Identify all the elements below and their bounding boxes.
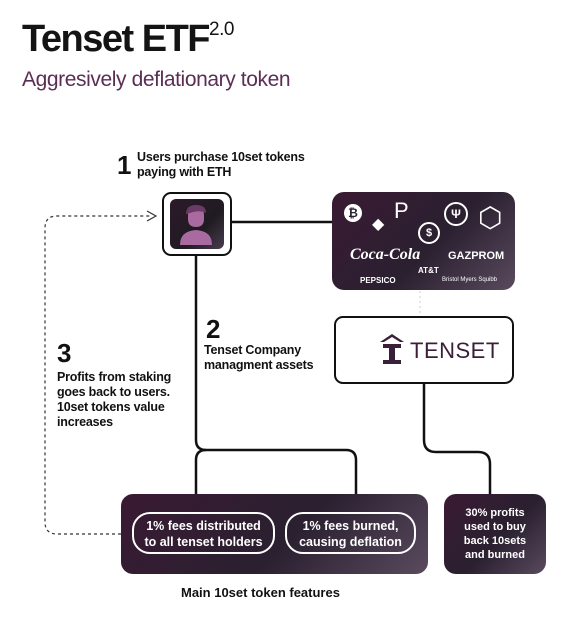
title-version: 2.0 — [209, 19, 234, 41]
profits-text: 30% profits used to buy back 10sets and … — [444, 506, 546, 562]
user-features-line — [194, 253, 358, 494]
fees-distributed-pill: 1% fees distributed to all tenset holder… — [132, 512, 275, 554]
step-1-text: Users purchase 10set tokens paying with … — [137, 150, 305, 180]
step-3-line-1: Profits from staking — [57, 370, 172, 384]
tenset-profits-line — [422, 381, 492, 494]
tenset-box: TENSET — [334, 316, 514, 384]
user-icon — [180, 205, 212, 245]
bitcoin-icon: ₿ — [344, 204, 362, 222]
step-3-line-4: increases — [57, 415, 113, 429]
fees-distributed-line-2: to all tenset holders — [144, 535, 263, 549]
branch-left-line — [194, 448, 207, 494]
fees-burned-pill: 1% fees burned, causing deflation — [285, 512, 416, 554]
profits-line-4: and burned — [465, 549, 525, 561]
fees-burned-line-2: causing deflation — [299, 535, 402, 549]
step-2-line-1: Tenset Company — [204, 343, 301, 357]
step-1-number: 1 — [117, 150, 132, 180]
pepsico-logo: PEPSICO — [360, 276, 396, 285]
step-1-line-2: paying with ETH — [137, 165, 232, 179]
fees-distributed-line-1: 1% fees distributed — [146, 519, 261, 533]
step-3-line-3: 10set tokens value — [57, 400, 165, 414]
assets-box: ₿ P ◆ $ Ψ ⬡ Coca-Cola GAZPROM AT&T PEPSI… — [332, 192, 515, 290]
step-1-line-1: Users purchase 10set tokens — [137, 150, 305, 164]
bms-logo: Bristol Myers Squibb — [442, 277, 498, 283]
step-3-number: 3 — [57, 338, 72, 368]
features-caption: Main 10set token features — [181, 585, 340, 600]
profits-line-1: 30% profits — [465, 507, 525, 519]
chainlink-icon: ⬡ — [478, 202, 503, 233]
step-2-line-2: managment assets — [204, 358, 314, 372]
page-title: Tenset ETF2.0 — [22, 18, 234, 60]
step-3-text: Profits from staking goes back to users.… — [57, 370, 171, 430]
att-logo: AT&T — [418, 266, 439, 275]
tenset-logo-icon — [380, 334, 404, 364]
tenset-wordmark: TENSET — [410, 338, 500, 363]
profits-line-2: used to buy — [464, 521, 526, 533]
user-box — [162, 192, 232, 256]
arrowhead — [146, 210, 158, 222]
step-2-text: Tenset Company managment assets — [204, 343, 314, 373]
profits-box: 30% profits used to buy back 10sets and … — [444, 494, 546, 574]
profits-line-3: back 10sets — [463, 535, 527, 547]
gazprom-logo: GAZPROM — [448, 250, 505, 262]
fees-burned-line-1: 1% fees burned, — [302, 519, 399, 533]
usdc-icon: $ — [418, 222, 440, 244]
polkadot-icon: P — [394, 198, 409, 223]
theta-icon: Ψ — [444, 202, 468, 226]
step-3-line-2: goes back to users. — [57, 385, 170, 399]
page-subtitle: Aggresively deflationary token — [22, 68, 291, 91]
coca-cola-logo: Coca-Cola — [350, 246, 421, 263]
step-2-number: 2 — [206, 314, 221, 344]
dashed-return-arrow — [44, 215, 150, 535]
features-box: 1% fees distributed to all tenset holder… — [121, 494, 428, 574]
user-icon-tile — [170, 199, 224, 249]
ethereum-icon: ◆ — [372, 216, 385, 233]
